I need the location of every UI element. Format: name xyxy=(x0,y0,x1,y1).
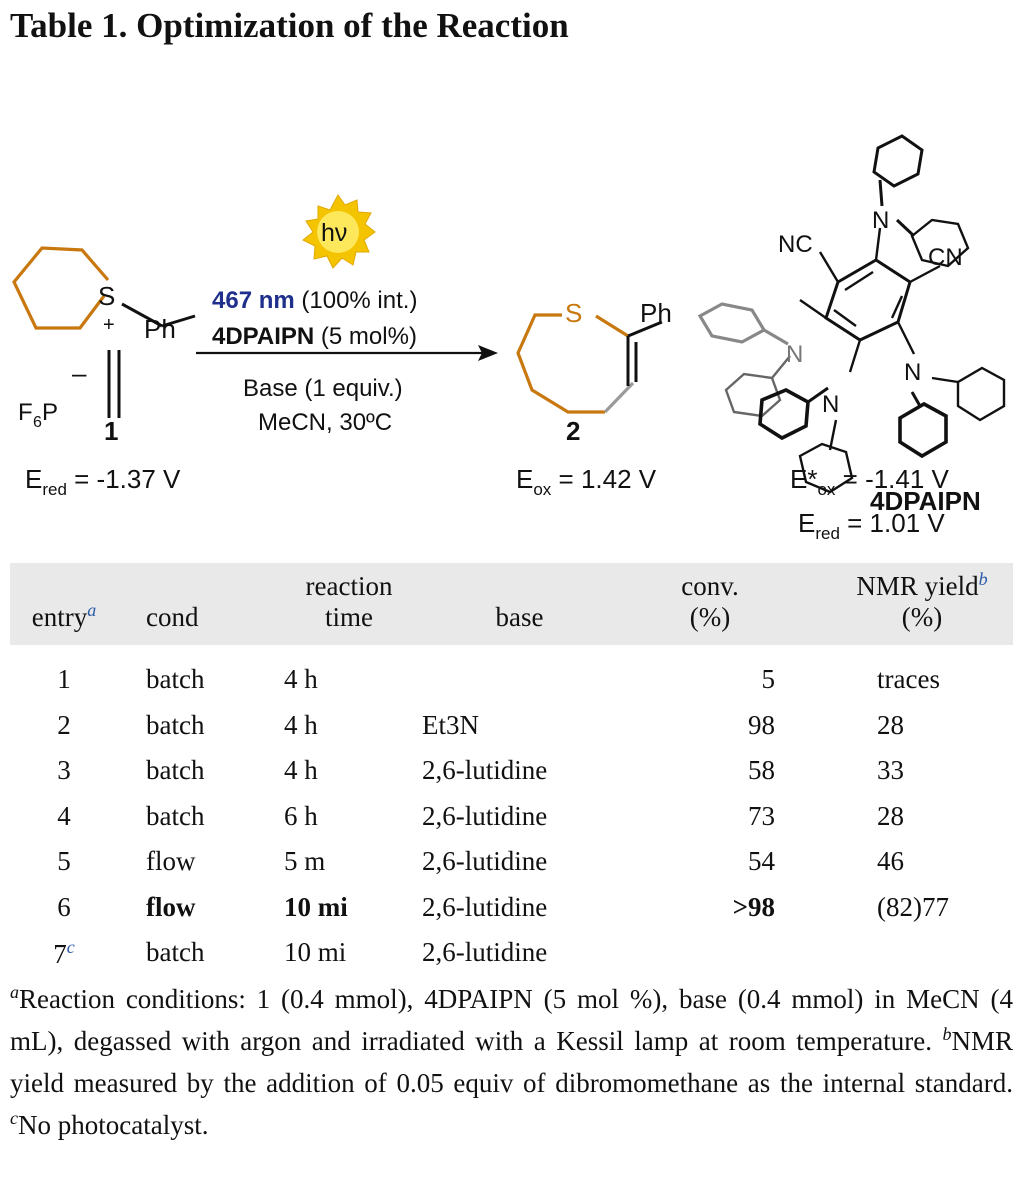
catalyst-n-left: N xyxy=(786,341,803,368)
catalyst-labels: NC CN N N N N 4DPAIPN E*ox = -1.41 V Ere… xyxy=(778,207,981,543)
header-entry: entrya xyxy=(31,600,97,633)
reagent-potential: Ered = -1.37 V xyxy=(25,464,181,499)
footnote-a: aReaction conditions: 1 (0.4 mmol), 4DPA… xyxy=(10,982,1013,1140)
catalyst-conditions: 4DPAIPN (5 mol%) xyxy=(212,323,417,350)
table-footnotes: aReaction conditions: 1 (0.4 mmol), 4DPA… xyxy=(10,978,1013,1146)
reaction-scheme: S + Ph F 6 P – 1 Ered = -1.37 V hν 467 n… xyxy=(12,134,1006,543)
reagent-ph-label: Ph xyxy=(144,314,176,344)
reagent-1-structure: S + Ph F 6 P – 1 Ered = -1.37 V xyxy=(12,246,196,499)
catalyst-4dpaipn-structure xyxy=(697,134,1006,494)
header-conv: conv.(%) xyxy=(681,571,739,633)
header-cond: cond xyxy=(146,602,199,633)
reagent-counterion-sub: 6 xyxy=(33,414,42,431)
catalyst-potential-ox: E*ox = -1.41 V xyxy=(790,464,950,499)
catalyst-potential-red: Ered = 1.01 V xyxy=(798,508,945,543)
product-s-label: S xyxy=(565,298,582,328)
solvent-conditions: MeCN, 30ºC xyxy=(258,409,392,436)
catalyst-cn-label: CN xyxy=(928,244,963,271)
reagent-counterion-p: P xyxy=(42,399,58,426)
catalyst-nc-label: NC xyxy=(778,231,813,258)
catalyst-n-top: N xyxy=(872,207,889,234)
reagent-s-label: S xyxy=(98,281,115,311)
header-yield: NMR yieldb(%) xyxy=(856,569,988,633)
catalyst-name: 4DPAIPN xyxy=(870,486,981,516)
product-potential: Eox = 1.42 V xyxy=(516,464,657,499)
catalyst-n-right: N xyxy=(904,359,921,386)
reagent-plus-label: + xyxy=(103,314,115,336)
reaction-arrow xyxy=(196,345,498,361)
catalyst-n-bottom: N xyxy=(822,391,839,418)
product-number: 2 xyxy=(566,416,580,446)
product-2-structure: S Ph 2 Eox = 1.42 V xyxy=(516,298,672,499)
hv-label: hν xyxy=(321,219,347,247)
light-sun-icon: hν xyxy=(302,194,376,269)
light-conditions: 467 nm (100% int.) xyxy=(212,287,417,314)
reagent-minus-label: – xyxy=(72,358,87,388)
reagent-number: 1 xyxy=(104,416,118,446)
table-title: Table 1. Optimization of the Reaction xyxy=(10,6,569,45)
header-base: base xyxy=(495,602,544,633)
reagent-counterion-f: F xyxy=(18,399,33,426)
base-conditions: Base (1 equiv.) xyxy=(243,375,403,402)
table-row xyxy=(10,645,1013,657)
product-ph-label: Ph xyxy=(640,298,672,328)
